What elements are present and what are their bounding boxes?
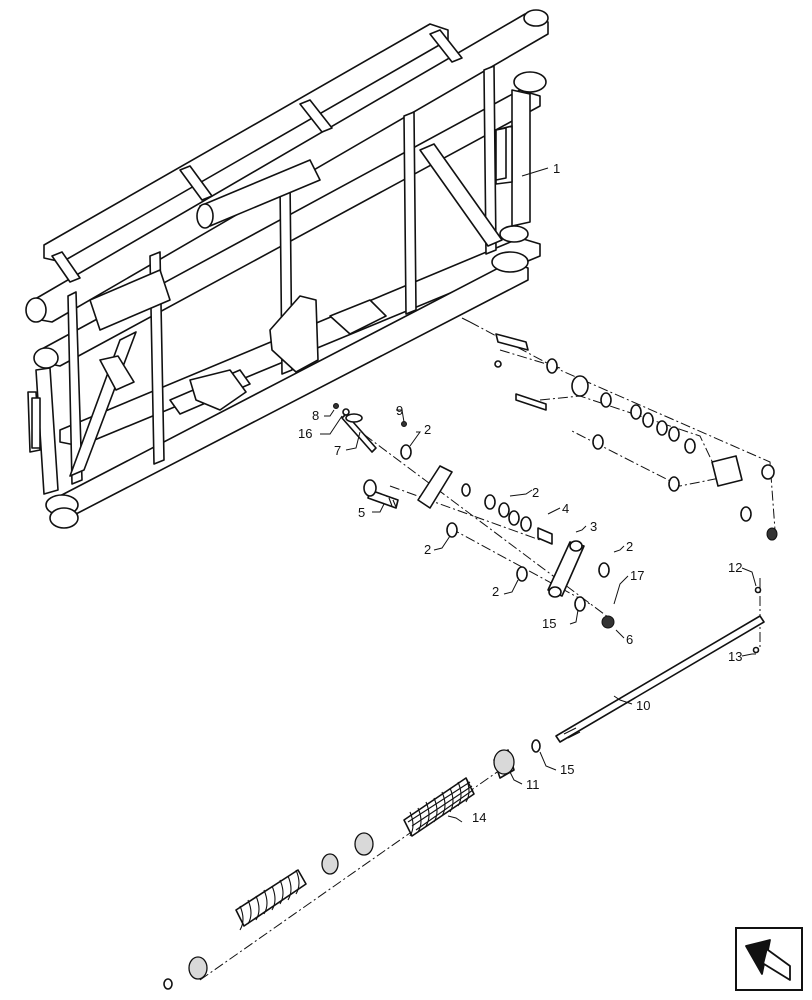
bushing-4 [537, 527, 553, 545]
spring-lower [235, 869, 307, 931]
callout-5: 5 [358, 505, 365, 520]
callout-10: 10 [636, 698, 650, 713]
callout-6: 6 [626, 632, 633, 647]
pin-7 [341, 413, 377, 453]
callout-14: 14 [472, 810, 486, 825]
callout-1: 1 [553, 161, 560, 176]
callout-11: 11 [526, 777, 540, 792]
linkage-hardware [333, 403, 615, 629]
callout-7: 7 [334, 443, 341, 458]
callout-16: 16 [298, 426, 312, 441]
callout-2: 2 [626, 539, 633, 554]
upper-hardware [461, 317, 778, 541]
callout-2: 2 [492, 584, 499, 599]
spring-rod-assembly [163, 586, 765, 990]
callout-13: 13 [728, 649, 742, 664]
callout-15: 15 [560, 762, 574, 777]
callout-9: 9 [396, 403, 403, 418]
callout-8: 8 [312, 408, 319, 423]
rod-10 [555, 615, 765, 743]
callout-2: 2 [424, 422, 431, 437]
leader-lines [320, 167, 757, 823]
spring-14 [403, 777, 475, 837]
callout-12: 12 [728, 560, 742, 575]
boom-frame [25, 9, 549, 529]
callout-17: 17 [630, 568, 644, 583]
callout-labels: 1 2 2 2 2 2 3 4 5 6 7 8 9 10 11 12 13 14… [298, 161, 742, 825]
callout-4: 4 [562, 501, 569, 516]
callout-2: 2 [424, 542, 431, 557]
callout-3: 3 [590, 519, 597, 534]
next-page-arrow-icon[interactable] [735, 927, 803, 991]
callout-15: 15 [542, 616, 556, 631]
callout-2: 2 [532, 485, 539, 500]
